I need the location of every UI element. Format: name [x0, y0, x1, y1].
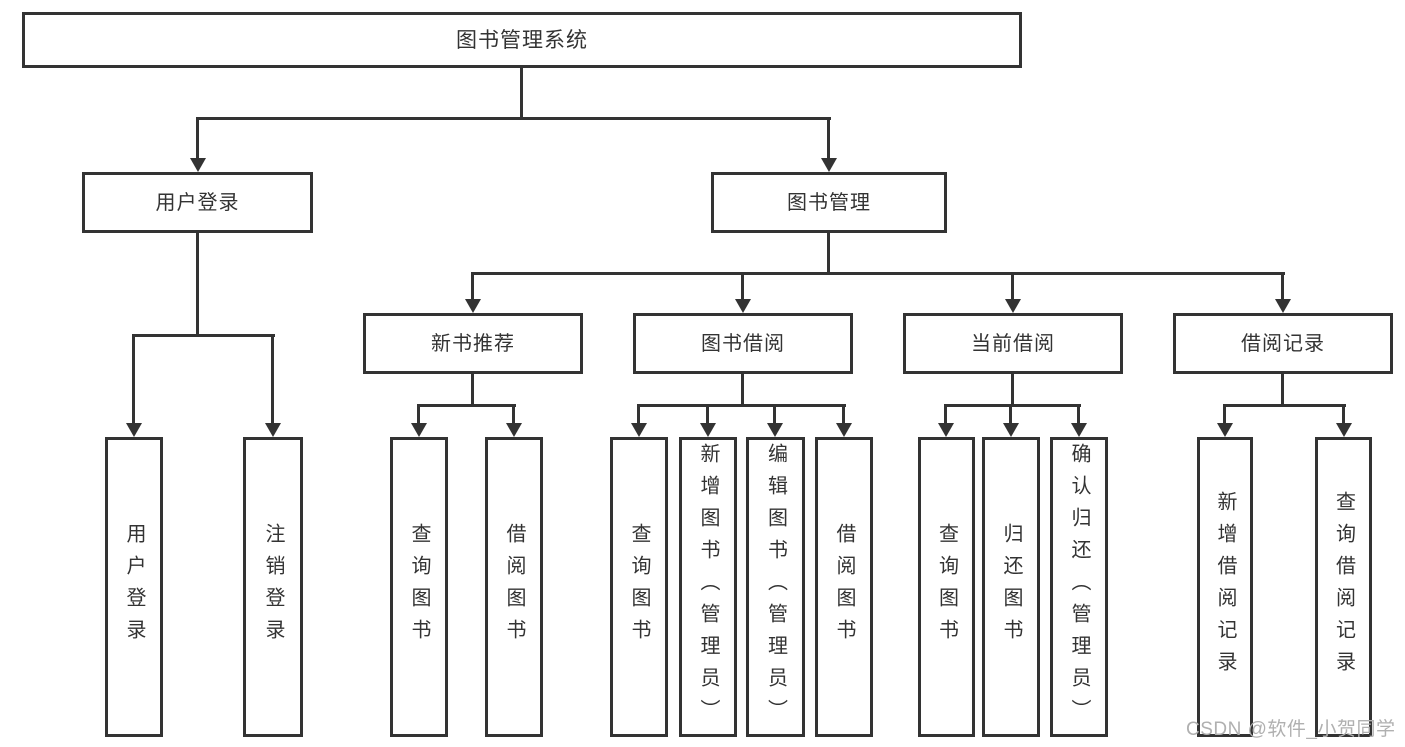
arrowhead-icon — [1275, 299, 1291, 313]
connector-line — [132, 334, 135, 424]
connector-line — [197, 117, 831, 120]
arrowhead-icon — [190, 158, 206, 172]
arrowhead-icon — [506, 423, 522, 437]
node-current-borrowing: 当前借阅 — [903, 313, 1123, 374]
connector-line — [1011, 374, 1014, 407]
node-label: 借阅记录 — [1241, 332, 1325, 355]
arrowhead-icon — [631, 423, 647, 437]
connector-line — [706, 404, 709, 424]
arrowhead-icon — [411, 423, 427, 437]
node-label: 新增借阅记录 — [1214, 491, 1236, 683]
arrowhead-icon — [1217, 423, 1233, 437]
arrowhead-icon — [821, 158, 837, 172]
node-current-return-books: 归还图书 — [982, 437, 1040, 737]
arrowhead-icon — [767, 423, 783, 437]
arrowhead-icon — [735, 299, 751, 313]
arrowhead-icon — [1071, 423, 1087, 437]
node-label: 查询图书 — [628, 523, 650, 651]
node-borrowing-edit-books-admin: 编辑图书（管理员） — [746, 437, 805, 737]
node-label: 借阅图书 — [833, 523, 855, 651]
node-label: 新书推荐 — [431, 332, 515, 355]
connector-line — [471, 374, 474, 407]
connector-line — [271, 334, 274, 424]
connector-line — [133, 334, 275, 337]
arrowhead-icon — [700, 423, 716, 437]
node-book-borrowing: 图书借阅 — [633, 313, 853, 374]
connector-line — [196, 117, 199, 158]
node-user-login: 用户登录 — [82, 172, 313, 233]
arrowhead-icon — [836, 423, 852, 437]
node-label: 借阅图书 — [503, 523, 525, 651]
node-label: 查询借阅记录 — [1332, 491, 1355, 683]
connector-line — [1281, 374, 1284, 407]
node-label: 查询图书 — [408, 523, 430, 651]
node-label: 当前借阅 — [971, 332, 1055, 355]
node-label: 编辑图书（管理员） — [764, 443, 787, 731]
connector-line — [418, 404, 516, 407]
connector-line — [944, 404, 947, 424]
node-newrec-query-books: 查询图书 — [390, 437, 448, 737]
node-current-query-books: 查询图书 — [918, 437, 975, 737]
connector-line — [1342, 404, 1345, 424]
arrowhead-icon — [265, 423, 281, 437]
connector-line — [773, 404, 776, 424]
connector-line — [1224, 404, 1346, 407]
node-label: 图书管理 — [787, 191, 871, 214]
arrowhead-icon — [1005, 299, 1021, 313]
connector-line — [1077, 404, 1080, 424]
node-borrowing-records: 借阅记录 — [1173, 313, 1393, 374]
node-book-management: 图书管理 — [711, 172, 947, 233]
connector-line — [842, 404, 845, 424]
node-label: 确认归还（管理员） — [1068, 443, 1090, 731]
node-label: 新增图书（管理员） — [697, 443, 719, 731]
node-label: 查询图书 — [935, 523, 958, 651]
connector-line — [827, 117, 830, 158]
watermark: CSDN @软件_小贺同学 — [1186, 719, 1396, 740]
connector-line — [1009, 404, 1012, 424]
connector-line — [417, 404, 420, 424]
connector-line — [637, 404, 640, 424]
connector-line — [827, 233, 830, 275]
connector-line — [1223, 404, 1226, 424]
node-label: 图书借阅 — [701, 332, 785, 355]
node-label: 归还图书 — [1000, 523, 1022, 651]
node-library-management-system: 图书管理系统 — [22, 12, 1022, 68]
connector-line — [741, 272, 744, 300]
connector-line — [196, 233, 199, 337]
node-label: 注销登录 — [262, 523, 284, 651]
node-records-query-borrow-record: 查询借阅记录 — [1315, 437, 1372, 737]
arrowhead-icon — [938, 423, 954, 437]
node-borrowing-borrow-books: 借阅图书 — [815, 437, 873, 737]
node-label: 用户登录 — [123, 523, 145, 651]
node-records-add-borrow-record: 新增借阅记录 — [1197, 437, 1253, 737]
node-label: 图书管理系统 — [456, 28, 588, 52]
node-user-login-leaf: 用户登录 — [105, 437, 163, 737]
connector-line — [741, 374, 744, 407]
connector-line — [472, 272, 1285, 275]
arrowhead-icon — [1336, 423, 1352, 437]
connector-line — [471, 272, 474, 300]
connector-line — [1281, 272, 1284, 300]
node-borrowing-query-books: 查询图书 — [610, 437, 668, 737]
connector-line — [1011, 272, 1014, 300]
node-logout: 注销登录 — [243, 437, 303, 737]
node-newrec-borrow-books: 借阅图书 — [485, 437, 543, 737]
arrowhead-icon — [126, 423, 142, 437]
connector-line — [520, 68, 523, 120]
node-new-book-recommendation: 新书推荐 — [363, 313, 583, 374]
connector-line — [638, 404, 846, 407]
connector-line — [945, 404, 1081, 407]
node-label: 用户登录 — [155, 191, 240, 214]
connector-line — [512, 404, 515, 424]
arrowhead-icon — [465, 299, 481, 313]
node-current-confirm-return-admin: 确认归还（管理员） — [1050, 437, 1108, 737]
arrowhead-icon — [1003, 423, 1019, 437]
node-borrowing-add-books-admin: 新增图书（管理员） — [679, 437, 737, 737]
